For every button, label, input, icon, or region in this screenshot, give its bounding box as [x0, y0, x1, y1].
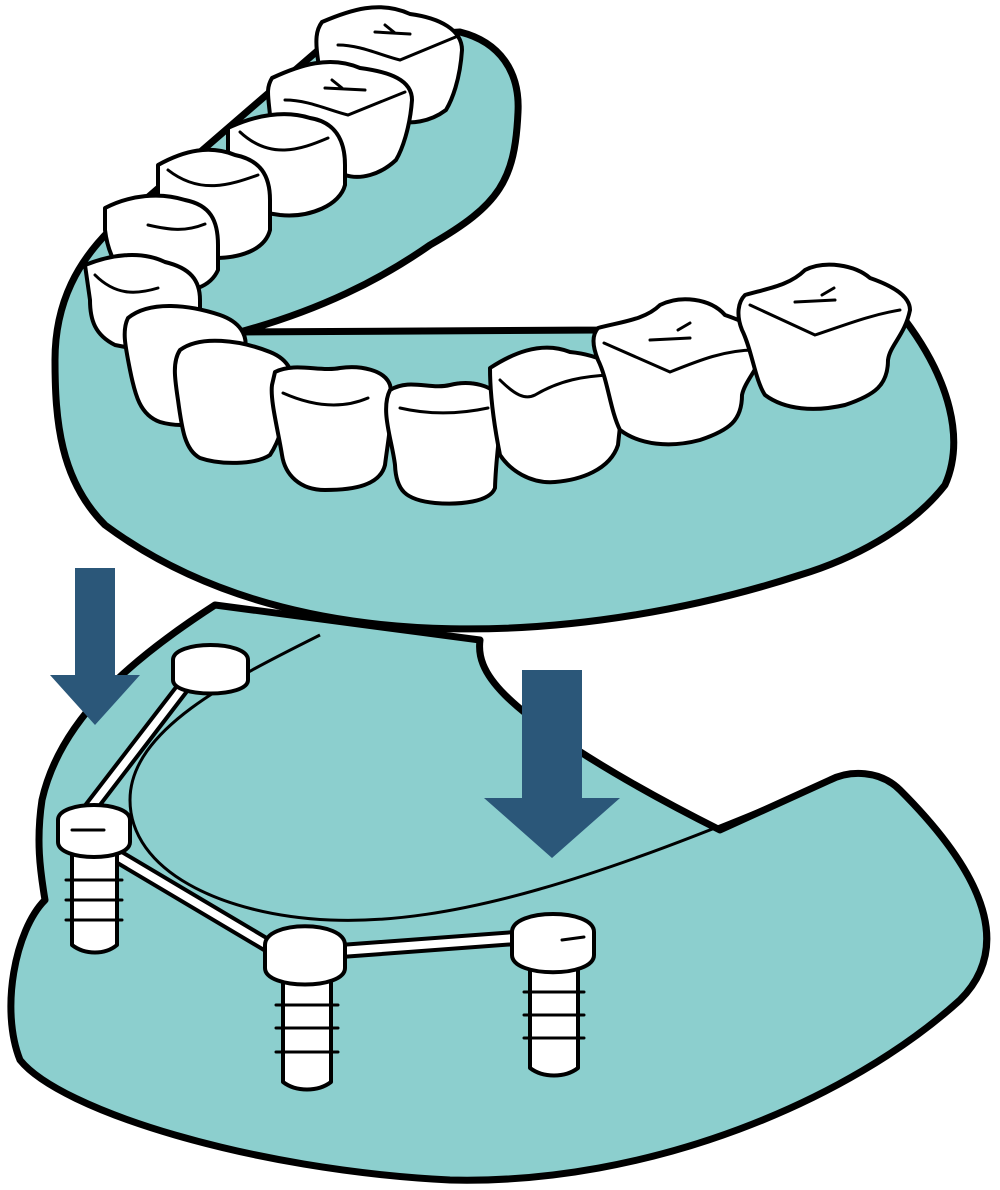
down-arrow-icon — [50, 568, 140, 725]
down-arrow-icon — [484, 670, 620, 858]
lower-gum — [7, 601, 991, 1184]
teeth — [83, 5, 912, 506]
implant-screw-center — [263, 924, 347, 1092]
implant-screw-right — [510, 912, 596, 1078]
implant-screw-left — [56, 803, 132, 955]
implant-screw-back — [171, 643, 250, 696]
